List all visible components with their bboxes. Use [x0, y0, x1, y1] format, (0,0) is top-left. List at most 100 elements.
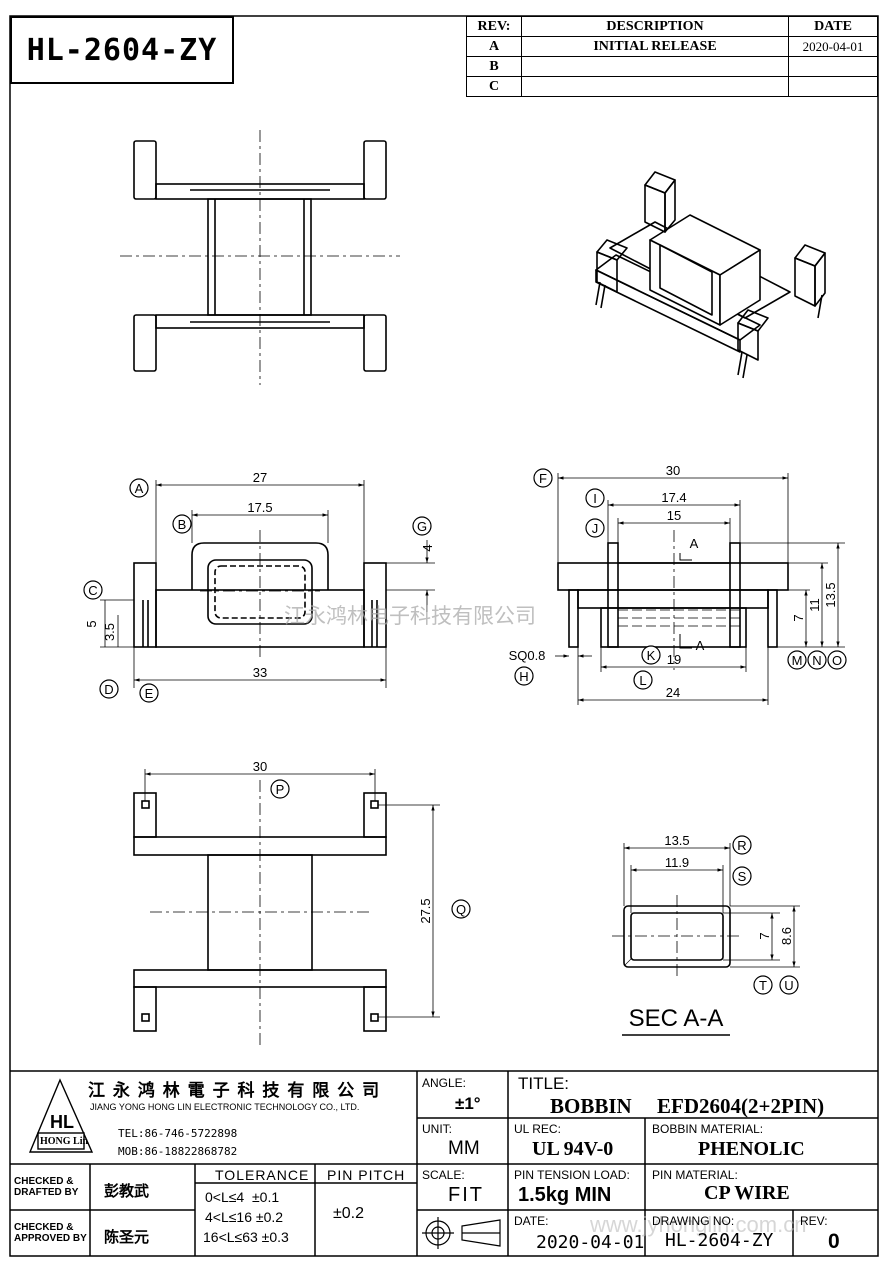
date-label: DATE: [514, 1214, 549, 1228]
svg-text:F: F [539, 471, 547, 486]
company-name-cn: 江 永 鸿 林 電 子 科 技 有 限 公 司 [88, 1081, 381, 1101]
callout-bubble: P [270, 779, 290, 799]
checked-drafted-label: CHECKED & DRAFTED BY [14, 1176, 79, 1198]
callout-bubble: Q [451, 899, 471, 919]
front-view [133, 530, 387, 660]
pin-tension-label: PIN TENSION LOAD: [514, 1168, 630, 1182]
svg-text:P: P [276, 782, 285, 797]
projection-symbol-icon [422, 1217, 501, 1249]
callout-bubble: T [753, 975, 773, 995]
tolerance-row: 0<L≤4 ±0.1 [205, 1189, 280, 1205]
date-value: 2020-04-01 [536, 1232, 645, 1253]
callout-bubble: F [533, 468, 553, 488]
ul-rec-label: UL REC: [514, 1122, 561, 1136]
tolerance-label: TOLERANCE [215, 1167, 310, 1183]
date-header: DATE [788, 16, 878, 37]
company-tel: TEL:86-746-5722898 [118, 1127, 238, 1140]
front-view-dims [100, 480, 435, 688]
svg-text:D: D [104, 682, 113, 697]
bobbin-material-label: BOBBIN MATERIAL: [652, 1122, 764, 1136]
revision-table: REV: DESCRIPTION DATE A INITIAL RELEASE … [466, 16, 878, 97]
callout-bubble: I [585, 488, 605, 508]
checked-approved-value: 陈圣元 [104, 1228, 150, 1246]
svg-text:Q: Q [456, 902, 466, 917]
dimension-label: 4 [420, 544, 435, 551]
svg-text:M: M [792, 653, 803, 668]
title-value-part: EFD2604(2+2PIN) [657, 1094, 825, 1118]
dimension-label: 11 [807, 598, 822, 612]
callout-bubble: C [83, 580, 103, 600]
checked-approved-label: CHECKED & APPROVED BY [14, 1222, 87, 1244]
callout-bubble: R [732, 835, 752, 855]
watermark-url: www.jyhonglin.com.cn [590, 1212, 807, 1237]
tolerance-row: 4<L≤16 ±0.2 [205, 1209, 284, 1225]
callout-bubble: U [779, 975, 799, 995]
dimension-label: 27 [253, 470, 267, 485]
callout-bubble: S [732, 866, 752, 886]
dimension-label: 8.6 [779, 927, 794, 945]
svg-text:U: U [784, 978, 793, 993]
date-cell: 2020-04-01 [788, 36, 878, 57]
svg-text:L: L [639, 673, 646, 688]
drawing-no-value: HL-2604-ZY [665, 1230, 774, 1251]
svg-text:H: H [519, 669, 528, 684]
drawing-no-label: DRAWING NO: [652, 1214, 735, 1228]
title-label: TITLE: [518, 1074, 570, 1093]
dimension-label: 5 [84, 620, 99, 627]
rev-value: 0 [828, 1230, 840, 1253]
callout-bubble: G [412, 516, 432, 536]
company-logo: HL [28, 1078, 94, 1153]
angle-value: ±1° [455, 1094, 481, 1113]
side-view [557, 530, 789, 670]
section-view-dims [623, 843, 800, 968]
svg-text:C: C [88, 583, 97, 598]
pin-material-value: CP WIRE [704, 1182, 790, 1204]
title-value-bobbin: BOBBIN [550, 1094, 632, 1118]
unit-value: MM [448, 1138, 480, 1159]
dimension-label: 11.9 [665, 855, 689, 870]
isometric-view [595, 171, 826, 379]
dimension-label: 17.5 [247, 500, 272, 515]
scale-value: FIT [448, 1184, 484, 1206]
dimension-label: 15 [667, 508, 681, 523]
callout-bubble: D [99, 679, 119, 699]
description-cell: INITIAL RELEASE [521, 36, 789, 57]
svg-text:K: K [647, 648, 656, 663]
callout-bubble: B [172, 514, 192, 534]
dimension-label: 7 [757, 932, 772, 939]
callout-bubble: J [585, 518, 605, 538]
scale-label: SCALE: [422, 1168, 465, 1182]
svg-text:G: G [417, 519, 427, 534]
watermark-text: 江永鸿林电子科技有限公司 [284, 604, 536, 628]
pin-pitch-value: ±0.2 [333, 1205, 365, 1222]
callout-bubble: K [641, 645, 661, 665]
callout-bubble: N [807, 650, 827, 670]
revision-row: A INITIAL RELEASE 2020-04-01 [466, 36, 878, 57]
title-block-grid [10, 1070, 878, 1256]
svg-text:R: R [737, 838, 746, 853]
dimension-label: 7 [791, 614, 806, 621]
dimension-label: 13.5 [664, 833, 689, 848]
section-label: SEC A-A [629, 1005, 724, 1032]
revision-row: C [466, 76, 878, 97]
pin-pitch-label: PIN PITCH [327, 1167, 406, 1183]
dimension-label: A [696, 638, 705, 653]
callout-bubble: L [633, 670, 653, 690]
dimension-label: 33 [253, 665, 267, 680]
revision-row: B [466, 56, 878, 77]
side-view-dims [555, 473, 845, 705]
bottom-view [133, 780, 387, 1045]
svg-text:I: I [593, 491, 597, 506]
dimension-label: 3.5 [102, 623, 117, 641]
svg-text:J: J [592, 521, 599, 536]
bottom-view-dims [144, 769, 440, 1018]
section-view [612, 895, 742, 1036]
callout-bubble: H [514, 666, 534, 686]
tolerance-row: 16<L≤63 ±0.3 [203, 1229, 289, 1245]
callout-bubble: A [129, 478, 149, 498]
svg-text:HL: HL [50, 1112, 74, 1132]
svg-text:S: S [738, 869, 747, 884]
